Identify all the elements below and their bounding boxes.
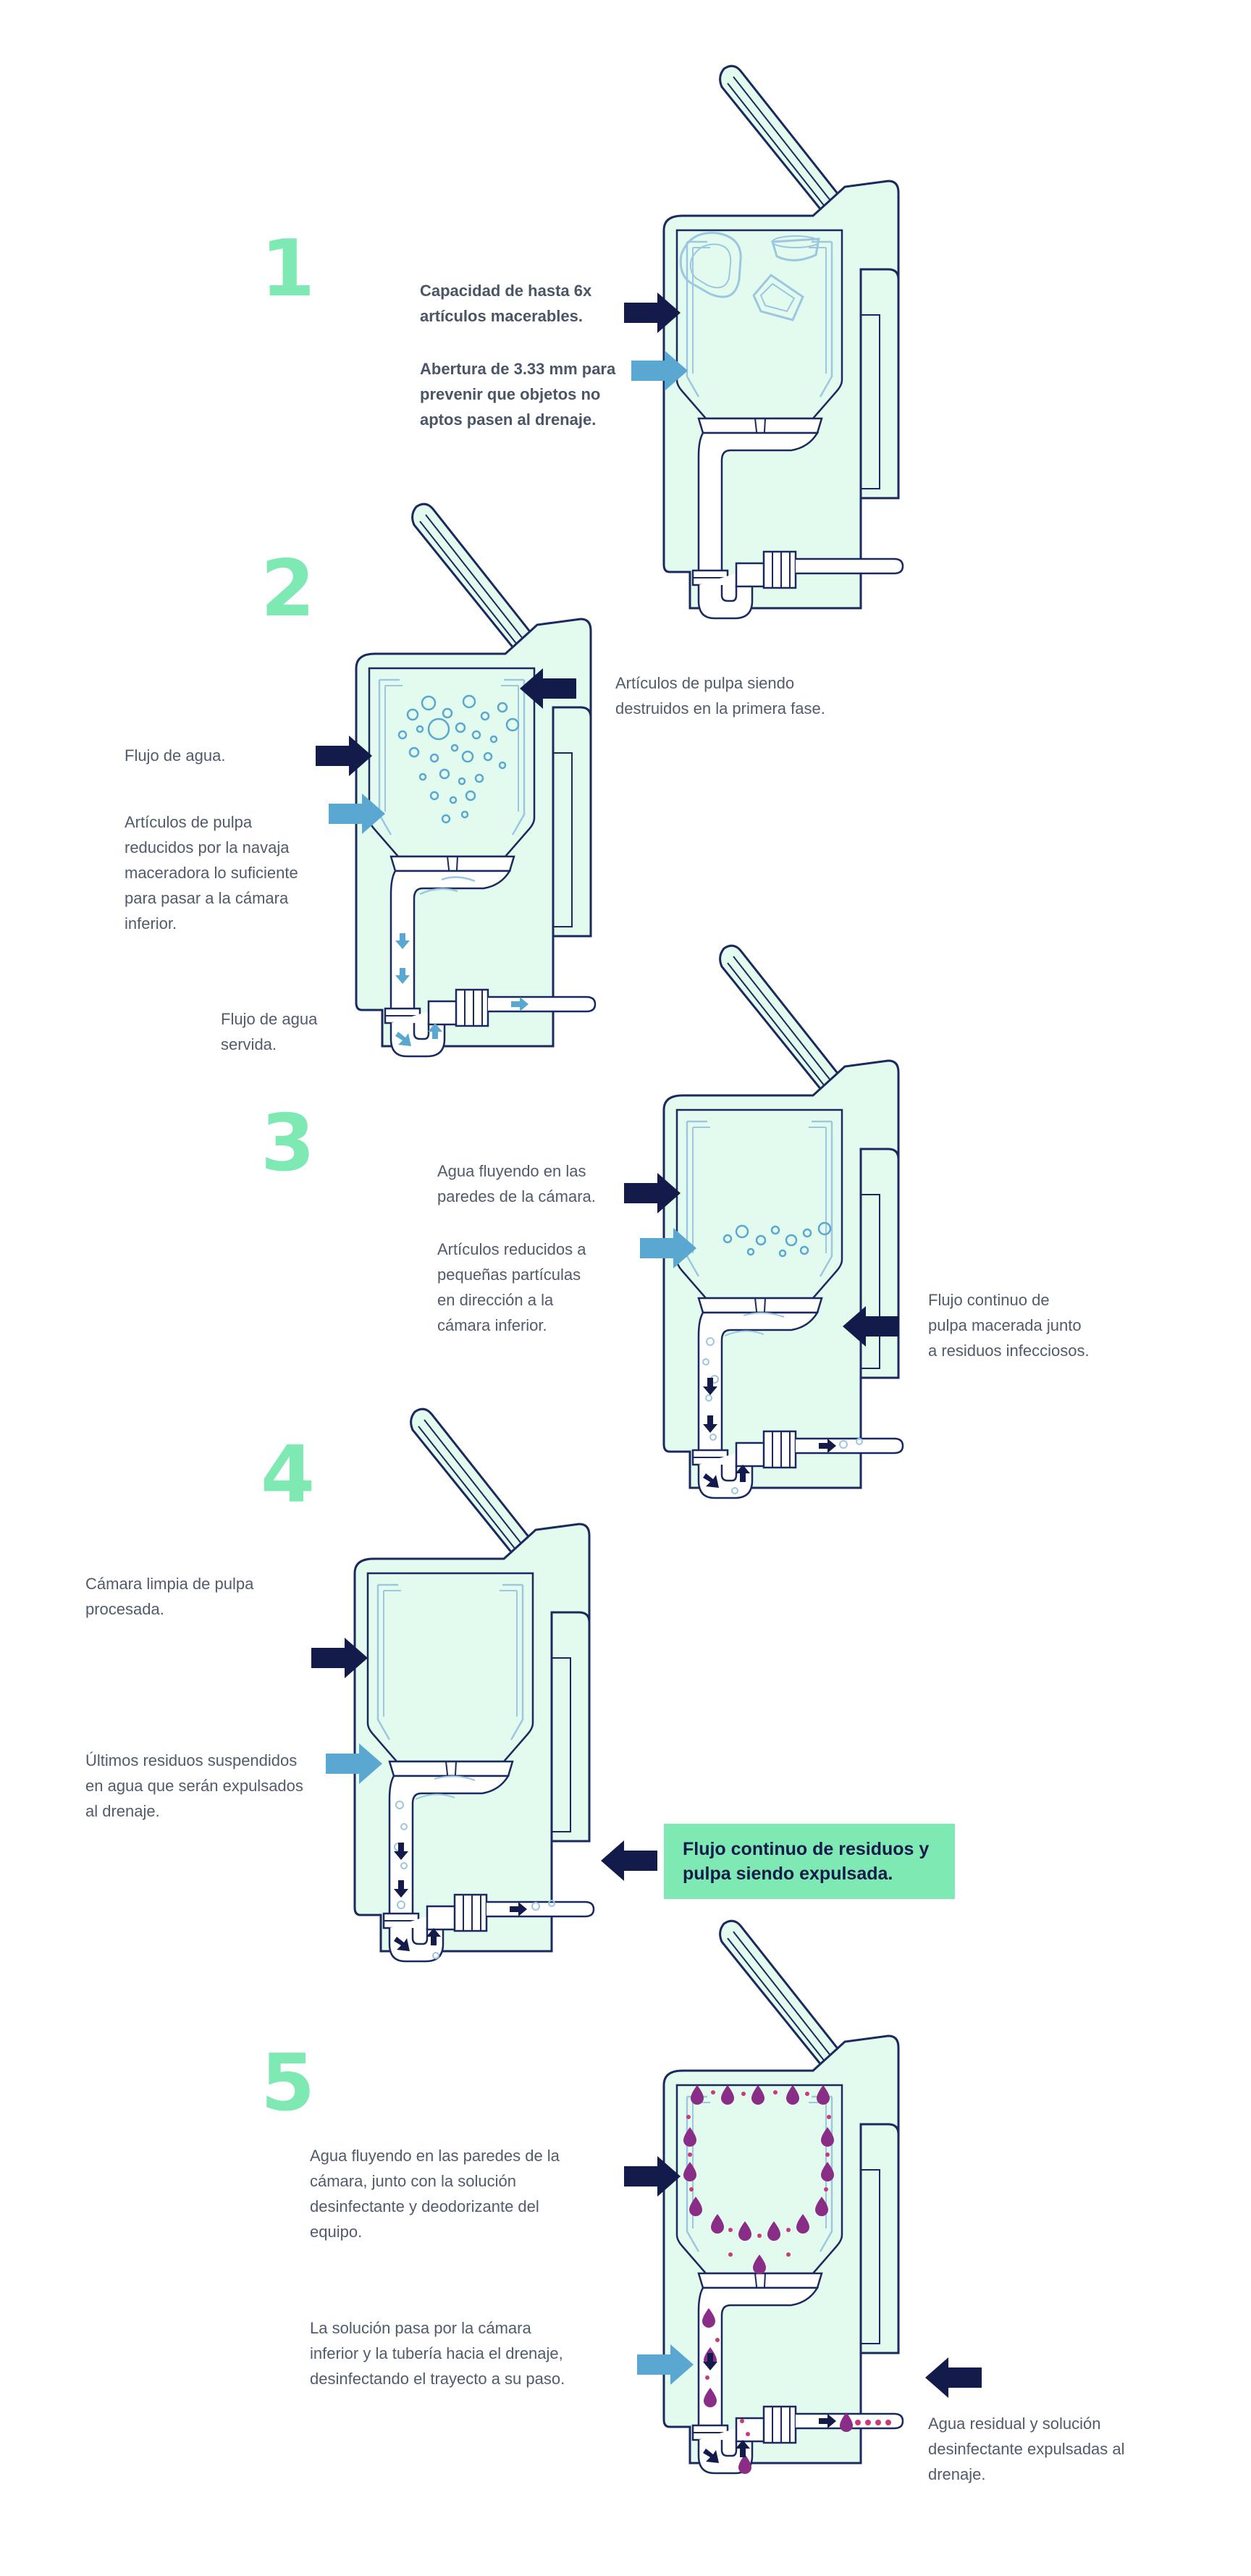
step2-arrow-waterflow bbox=[316, 736, 372, 776]
step4-arrow-residues bbox=[326, 1743, 382, 1784]
step-number-4: 4 bbox=[261, 1430, 316, 1520]
step-number-2: 2 bbox=[261, 544, 316, 634]
step4-machine-diagram bbox=[353, 1407, 595, 1963]
highlight-line-2: pulpa siendo expulsada. bbox=[683, 1864, 893, 1884]
step-number-1: 1 bbox=[261, 224, 316, 314]
step3-arrow-particles bbox=[640, 1228, 696, 1268]
step5-arrow-drain bbox=[925, 2357, 982, 2398]
step2-arrow-destroyed bbox=[520, 668, 576, 709]
step-number-5: 5 bbox=[261, 2038, 316, 2129]
step3-arrow-waterwalls bbox=[624, 1173, 681, 1213]
step4-label-clean: Cámara limpia de pulpa procesada. bbox=[85, 1575, 254, 1618]
step5-label-walls: Agua fluyendo en las paredes de la cámar… bbox=[310, 2147, 560, 2241]
step1-arrow-opening bbox=[631, 350, 688, 391]
step3-machine-diagram bbox=[662, 944, 904, 1499]
step2-label-reduced: Artículos de pulpa reducidos por la nava… bbox=[125, 813, 298, 933]
step4-highlight-box: Flujo continuo de residuos y pulpa siend… bbox=[664, 1824, 955, 1899]
step4-label-residues: Últimos residuos suspendidos en agua que… bbox=[85, 1751, 303, 1820]
step4-arrow-expelled bbox=[601, 1840, 657, 1881]
step3-label-waterwalls: Agua fluyendo en las paredes de la cámar… bbox=[437, 1162, 596, 1205]
step4-arrow-clean bbox=[311, 1638, 368, 1678]
step2-machine-diagram bbox=[355, 502, 597, 1058]
step-number-3: 3 bbox=[261, 1098, 316, 1189]
step3-label-particles: Artículos reducidos a pequeñas partícula… bbox=[437, 1240, 586, 1334]
step3-arrow-continuous bbox=[843, 1306, 899, 1347]
step5-label-drain: Agua residual y solución desinfectante e… bbox=[928, 2415, 1125, 2483]
step1-label-opening: Abertura de 3.33 mm para prevenir que ob… bbox=[420, 360, 616, 429]
step3-label-continuous: Flujo continuo de pulpa macerada junto a… bbox=[928, 1291, 1090, 1360]
step2-label-waterflow: Flujo de agua. bbox=[125, 746, 226, 765]
step2-label-wastewater: Flujo de agua servida. bbox=[221, 1010, 318, 1053]
step1-arrow-capacity bbox=[624, 292, 681, 333]
step1-label-capacity: Capacidad de hasta 6x artículos macerabl… bbox=[420, 282, 592, 325]
step2-label-destroyed: Artículos de pulpa siendo destruidos en … bbox=[615, 674, 825, 717]
step2-arrow-reduced bbox=[329, 794, 385, 834]
step5-label-solution: La solución pasa por la cámara inferior … bbox=[310, 2319, 565, 2388]
step1-machine-diagram bbox=[662, 64, 904, 620]
step5-arrow-walls bbox=[624, 2156, 681, 2197]
highlight-line-1: Flujo continuo de residuos y bbox=[683, 1839, 930, 1859]
step5-machine-diagram bbox=[662, 1919, 904, 2475]
step5-arrow-solution bbox=[637, 2344, 694, 2385]
